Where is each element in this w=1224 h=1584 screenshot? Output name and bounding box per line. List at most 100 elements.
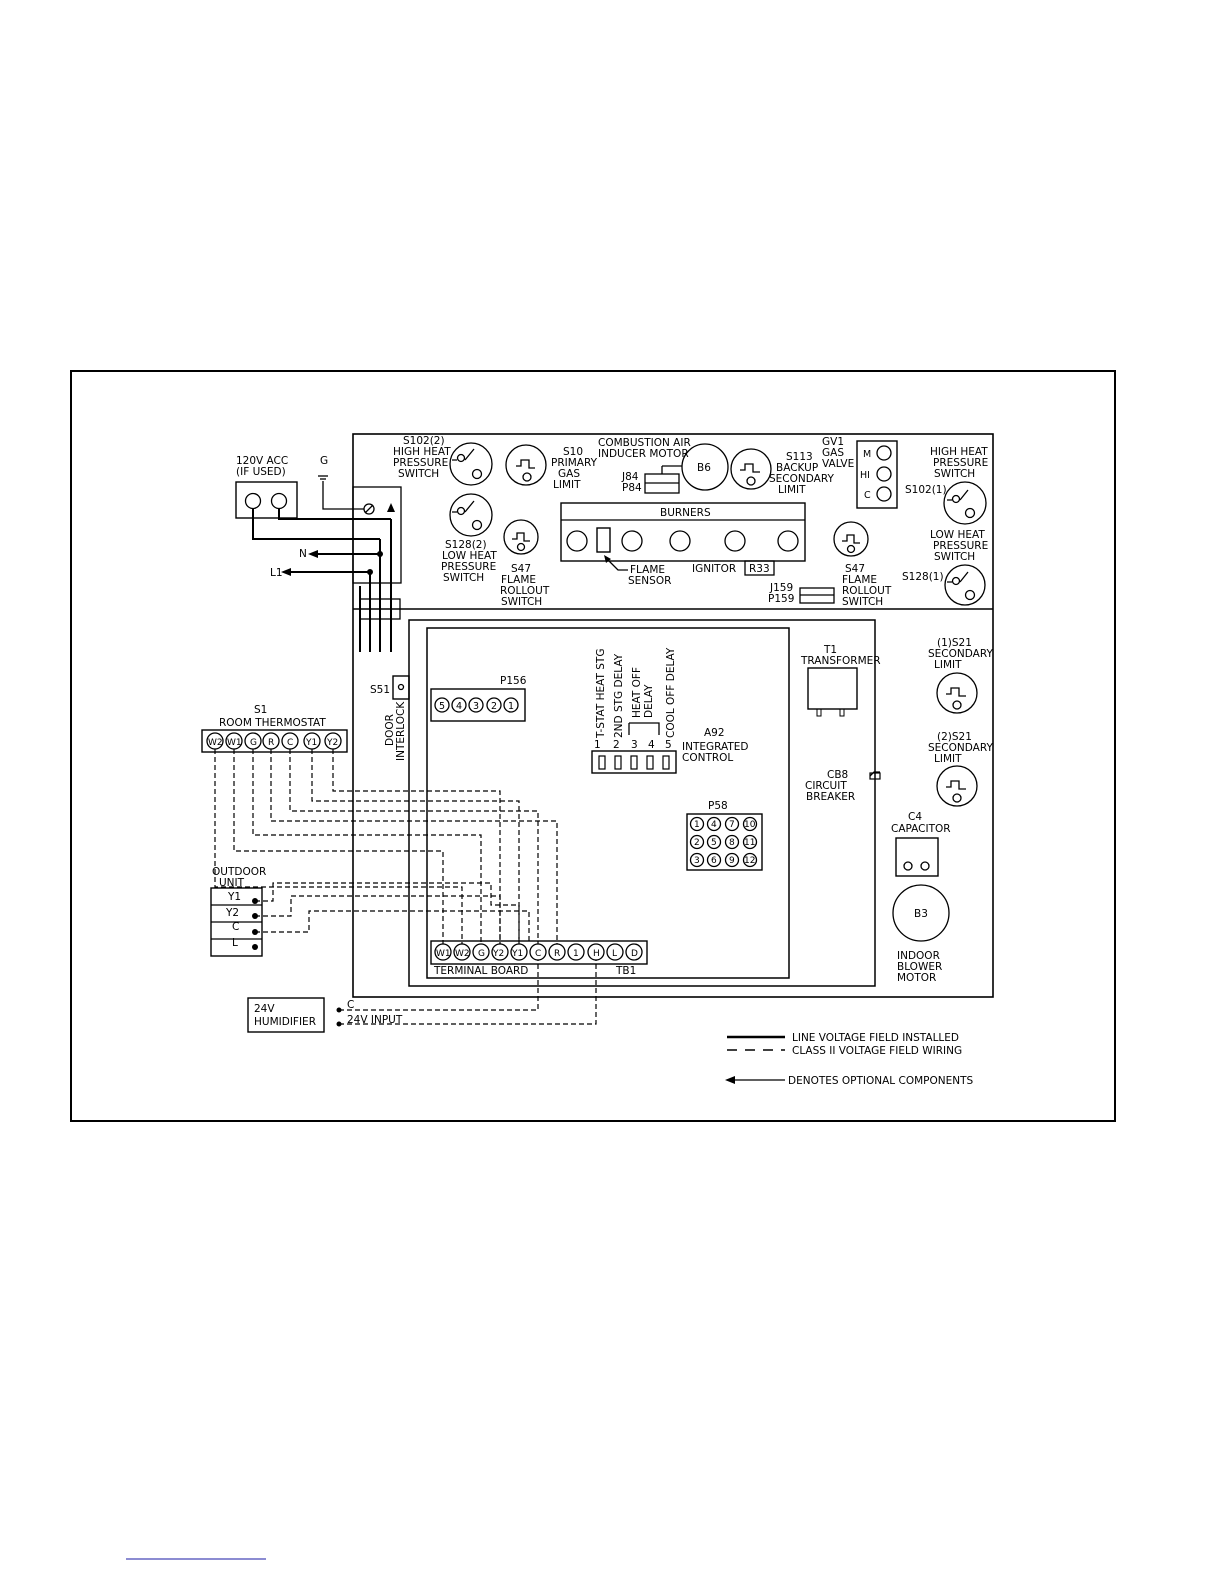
svg-text:J84: J84 <box>621 471 639 483</box>
primary-gas-limit-s10 <box>505 444 547 486</box>
svg-text:ROLLOUT: ROLLOUT <box>842 585 892 597</box>
svg-text:CIRCUIT: CIRCUIT <box>805 780 847 792</box>
backup-secondary-limit-s113 <box>730 448 772 490</box>
svg-text:SENSOR: SENSOR <box>628 575 671 587</box>
svg-text:CB8: CB8 <box>827 769 848 781</box>
svg-text:S47: S47 <box>511 563 531 575</box>
svg-text:G: G <box>250 738 257 748</box>
p58-pins: 1 4 7 10 2 5 8 11 3 6 9 12 <box>689 816 758 868</box>
svg-text:BACKUP: BACKUP <box>776 462 818 474</box>
svg-text:9: 9 <box>729 856 735 866</box>
svg-text:SECONDARY: SECONDARY <box>928 742 993 754</box>
low-heat-pressure-switch-s128-1 <box>944 564 986 606</box>
svg-text:D: D <box>631 949 638 959</box>
inducer-motor-b6 <box>681 443 729 491</box>
svg-text:C: C <box>232 921 239 933</box>
svg-text:S10: S10 <box>563 446 583 458</box>
svg-text:LIMIT: LIMIT <box>778 484 806 496</box>
acc-label-2: (IF USED) <box>236 466 286 478</box>
svg-text:SECONDARY: SECONDARY <box>928 648 993 660</box>
dip-switch-4[interactable] <box>646 755 654 770</box>
transformer-t1 <box>807 667 858 710</box>
svg-text:W1: W1 <box>436 949 451 959</box>
dip-switch-3[interactable] <box>630 755 638 770</box>
svg-text:SWITCH: SWITCH <box>934 551 975 563</box>
dip-switch-1[interactable] <box>598 755 606 770</box>
indoor-blower-motor-b3 <box>892 884 950 942</box>
svg-text:ROLLOUT: ROLLOUT <box>500 585 550 597</box>
svg-text:8: 8 <box>729 838 735 848</box>
burners-assembly <box>560 502 806 562</box>
svg-text:SWITCH: SWITCH <box>443 572 484 584</box>
svg-text:LOW HEAT: LOW HEAT <box>930 529 985 541</box>
svg-text:OUTDOOR: OUTDOOR <box>212 866 266 878</box>
svg-text:GV1: GV1 <box>822 436 844 448</box>
svg-text:HEAT OFF: HEAT OFF <box>631 667 643 718</box>
svg-text:Y2: Y2 <box>326 738 338 748</box>
svg-text:P58: P58 <box>708 800 728 812</box>
bushing <box>359 598 401 620</box>
svg-text:1: 1 <box>508 701 514 712</box>
svg-text:S128(1): S128(1) <box>902 571 944 583</box>
ignitor-r33 <box>744 560 775 576</box>
svg-text:SWITCH: SWITCH <box>934 468 975 480</box>
thermostat-wiring <box>214 749 558 944</box>
svg-text:HI: HI <box>860 470 870 481</box>
outer-frame <box>70 370 1116 1122</box>
dip-switch-5[interactable] <box>662 755 670 770</box>
svg-text:BLOWER: BLOWER <box>897 961 942 973</box>
svg-text:LIMIT: LIMIT <box>934 659 962 671</box>
svg-text:FLAME: FLAME <box>630 564 665 576</box>
svg-text:Y1: Y1 <box>305 738 317 748</box>
svg-text:A92: A92 <box>704 727 725 739</box>
svg-text:P159: P159 <box>768 593 794 605</box>
svg-text:GAS: GAS <box>822 447 844 459</box>
svg-text:UNIT: UNIT <box>219 877 245 889</box>
svg-text:TB1: TB1 <box>615 965 636 977</box>
svg-text:Y2: Y2 <box>492 949 504 959</box>
svg-text:PRESSURE: PRESSURE <box>393 457 448 469</box>
high-heat-pressure-switch-s102-1 <box>943 481 987 525</box>
svg-text:TERMINAL BOARD: TERMINAL BOARD <box>433 965 528 977</box>
legend: LINE VOLTAGE FIELD INSTALLED CLASS II VO… <box>725 1032 973 1087</box>
svg-text:L: L <box>232 937 238 949</box>
svg-text:PRESSURE: PRESSURE <box>933 457 988 469</box>
svg-text:VALVE: VALVE <box>822 458 854 470</box>
svg-text:W1: W1 <box>227 738 242 748</box>
acc-outlet <box>235 481 298 519</box>
svg-text:1: 1 <box>694 820 700 830</box>
svg-text:J159: J159 <box>769 582 793 594</box>
acc-label-1: 120V ACC <box>236 455 288 467</box>
svg-text:C: C <box>535 949 541 959</box>
svg-text:S47: S47 <box>845 563 865 575</box>
svg-text:FLAME: FLAME <box>842 574 877 586</box>
svg-text:M: M <box>863 449 871 460</box>
room-thermostat-s1 <box>201 729 348 753</box>
secondary-limit-s21-1 <box>936 672 978 714</box>
svg-text:BREAKER: BREAKER <box>806 791 855 803</box>
svg-text:W2: W2 <box>208 738 223 748</box>
svg-text:7: 7 <box>729 820 735 830</box>
svg-text:P156: P156 <box>500 675 527 687</box>
integrated-control-board <box>426 627 790 979</box>
outdoor-wiring <box>255 882 530 944</box>
ground-label: G <box>320 455 328 467</box>
control-compartment <box>408 619 876 987</box>
svg-text:S1: S1 <box>254 704 267 716</box>
svg-text:FLAME: FLAME <box>501 574 536 586</box>
dip-switch-2[interactable] <box>614 755 622 770</box>
svg-text:INTERLOCK: INTERLOCK <box>395 701 407 761</box>
svg-text:MOTOR: MOTOR <box>897 972 936 984</box>
svg-text:LIMIT: LIMIT <box>934 753 962 765</box>
p156-connector <box>430 688 526 722</box>
flame-rollout-switch-s47-left <box>503 519 539 555</box>
thermostat-terminals: W2 W1 G R C Y1 Y2 <box>206 732 342 750</box>
svg-text:3: 3 <box>473 701 479 712</box>
svg-text:Y1: Y1 <box>227 891 241 903</box>
svg-text:C: C <box>347 999 354 1011</box>
svg-text:(2)S21: (2)S21 <box>937 731 972 743</box>
flame-rollout-switch-s47-right <box>833 521 869 557</box>
humidifier <box>247 997 325 1033</box>
dip-switch-bank[interactable] <box>591 750 677 774</box>
